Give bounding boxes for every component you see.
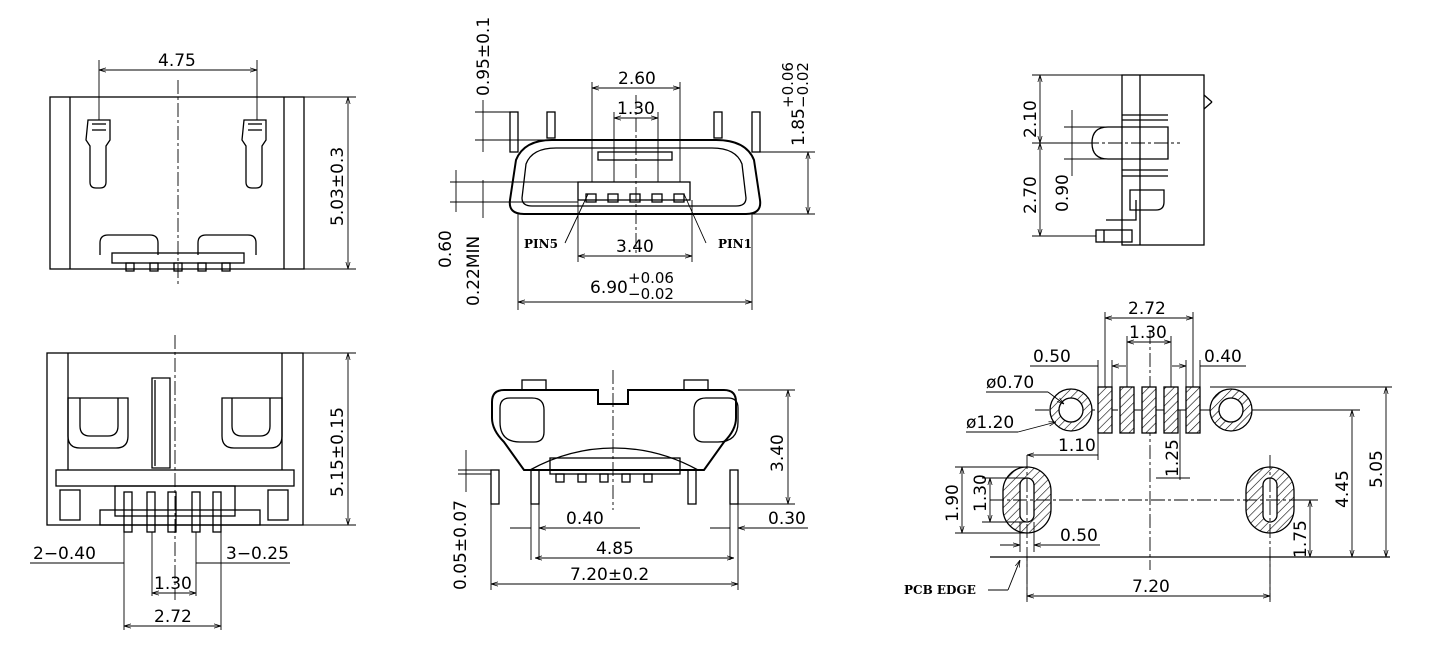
dim-pcb-dia-120: ø1.20 (966, 413, 1014, 433)
dim-span-272: 2.72 (154, 607, 192, 627)
dim-pitch-130: 1.30 (154, 574, 192, 594)
dim-pcb-110: 1.10 (1058, 436, 1096, 456)
dim-pcb-050-top: 0.50 (1033, 347, 1071, 367)
dim-front-095: 0.95±0.1 (474, 17, 494, 96)
dim-pcb-445: 4.45 (1333, 470, 1353, 508)
dim-top-width: 4.75 (158, 51, 196, 71)
dim-rear-720: 7.20±0.2 (570, 565, 649, 585)
dim-rear-030: 0.30 (768, 509, 806, 529)
dim-pcb-dia-070: ø0.70 (986, 373, 1034, 393)
dim-pcb-130-vertical: 1.30 (971, 474, 991, 512)
bottom-view: 5.15±0.15 2−0.40 3−0.25 1.30 2.72 (30, 335, 356, 630)
dim-front-690-tol-plus: +0.06 (628, 269, 674, 287)
side-view: 2.10 2.70 0.90 (1021, 74, 1213, 246)
dim-front-060: 0.60 (436, 230, 456, 268)
dim-side-270: 2.70 (1021, 176, 1041, 214)
dim-front-185: 1.85 (789, 108, 809, 146)
dim-front-185-tol-plus: +0.06 (779, 62, 797, 108)
rear-view: 3.40 0.05±0.07 0.40 0.30 4.85 7.20±0.2 (451, 370, 808, 590)
pcb-layout-view: 2.72 1.30 0.50 0.40 ø0.70 ø1.20 1.10 1.2… (904, 299, 1392, 602)
dim-front-340: 3.40 (616, 237, 654, 257)
dim-pin-width-040: 2−0.40 (33, 544, 96, 564)
dim-pcb-505: 5.05 (1367, 450, 1387, 488)
dim-rear-040: 0.40 (566, 509, 604, 529)
dim-pcb-050-bottom: 0.50 (1060, 526, 1098, 546)
label-pcb-edge: PCB EDGE (904, 583, 976, 597)
dim-front-260: 2.60 (618, 69, 656, 89)
dim-pcb-130: 1.30 (1129, 323, 1167, 343)
dim-pcb-040: 0.40 (1204, 347, 1242, 367)
dim-front-690: 6.90 (590, 278, 628, 298)
dim-bottom-height: 5.15±0.15 (328, 407, 348, 497)
dim-rear-005: 0.05±0.07 (451, 500, 471, 590)
dim-pcb-272: 2.72 (1128, 299, 1166, 319)
dim-front-185-tol-minus: −0.02 (794, 62, 812, 108)
dim-rear-340: 3.40 (768, 434, 788, 472)
dim-pcb-190: 1.90 (943, 484, 963, 522)
dim-rear-485: 4.85 (596, 539, 634, 559)
label-pin5: PIN5 (524, 237, 558, 251)
dim-front-690-tol-minus: −0.02 (628, 285, 674, 303)
dim-top-height: 5.03±0.3 (328, 147, 348, 226)
dim-front-130: 1.30 (617, 99, 655, 119)
dim-pcb-125: 1.25 (1163, 439, 1183, 477)
label-pin1: PIN1 (718, 237, 752, 251)
top-view: 4.75 5.03±0.3 (49, 51, 356, 285)
dim-pcb-175: 1.75 (1291, 520, 1311, 558)
dim-side-090: 0.90 (1053, 174, 1073, 212)
front-view: 2.60 1.30 0.95±0.1 1.85 +0.06 −0.02 0.60… (436, 17, 815, 310)
dim-pin-width-025: 3−0.25 (226, 544, 289, 564)
dim-pcb-720: 7.20 (1132, 577, 1170, 597)
dim-side-210: 2.10 (1021, 100, 1041, 138)
dim-front-022: 0.22MIN (464, 236, 484, 306)
